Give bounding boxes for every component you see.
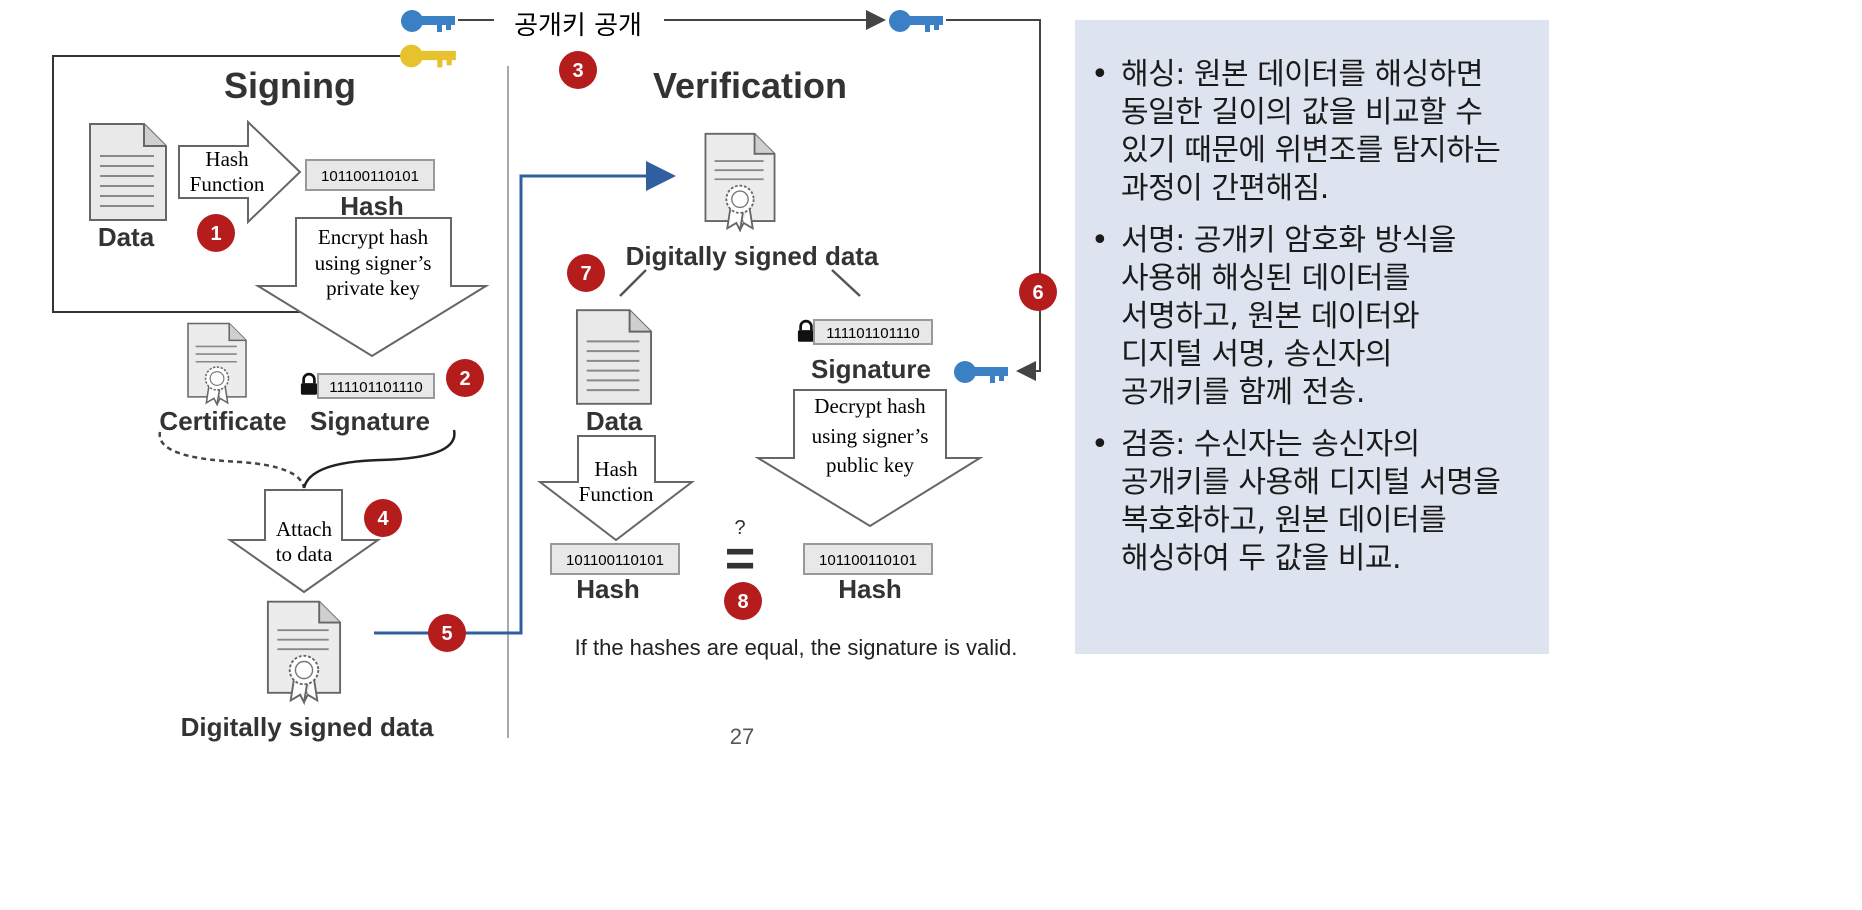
explanation-text: 해싱: 원본 데이터를 해싱하면 동일한 길이의 값을 비교할 수 있기 때문에… — [1121, 57, 1501, 206]
hash-bits-box — [305, 159, 435, 191]
attach-label: Attach — [276, 517, 332, 541]
verify-signature-bits-box — [813, 319, 933, 345]
signature-bits: 111101101110 — [329, 379, 422, 396]
signature-connector — [302, 429, 456, 489]
step-badge-5: 5 — [428, 614, 466, 652]
step-badge-7: 7 — [567, 254, 605, 292]
document-icon — [89, 123, 167, 221]
step-badge-8: 8 — [724, 582, 762, 620]
explanation-text: 검증: 수신자는 송신자의 공개키를 사용해 디지털 서명을 복호화하고, 원본… — [1121, 427, 1501, 576]
page-number: 27 — [729, 724, 755, 749]
encrypt-hash-label: private key — [326, 276, 420, 300]
explanation-item-verification: • 검증: 수신자는 송신자의 공개키를 사용해 디지털 서명을 복호화하고, 원… — [1087, 426, 1539, 578]
encrypt-hash-arrow — [254, 217, 490, 358]
bullet: • — [1091, 223, 1109, 258]
explanation-item-hashing: • 해싱: 원본 데이터를 해싱하면 동일한 길이의 값을 비교할 수 있기 때문… — [1087, 56, 1539, 208]
bullet: • — [1091, 427, 1109, 462]
right-hash-bits: 101100110101 — [819, 552, 917, 569]
svg-text:2: 2 — [459, 368, 470, 390]
verify-signed-data-label: Digitally signed data — [626, 241, 879, 271]
left-hash-label: Hash — [576, 574, 640, 604]
attach-label: to data — [276, 542, 333, 566]
svg-text:4: 4 — [377, 508, 389, 530]
left-hash-bits: 101100110101 — [566, 552, 664, 569]
decrypt-hash-label: public key — [826, 453, 915, 477]
split-line-left — [619, 269, 647, 297]
decrypt-hash-label: Decrypt hash — [814, 394, 926, 418]
explanation-item-signing: • 서명: 공개키 암호화 방식을 사용해 해싱된 데이터를 서명하고, 원본 데… — [1087, 222, 1539, 412]
attach-arrow — [226, 489, 382, 594]
left-hash-bits-box — [550, 543, 680, 575]
compare-equal-sign: = — [725, 530, 755, 588]
decrypt-hash-arrow — [754, 389, 984, 528]
private-key-loop — [52, 55, 404, 322]
lock-icon — [797, 319, 815, 344]
svg-text:1: 1 — [210, 223, 221, 245]
certificate-label: Certificate — [159, 406, 286, 436]
hash-label: Hash — [340, 191, 404, 221]
svg-text:6: 6 — [1032, 282, 1043, 304]
svg-text:3: 3 — [572, 60, 583, 82]
private-key-icon — [400, 44, 456, 68]
signature-label: Signature — [310, 406, 430, 436]
svg-text:5: 5 — [441, 623, 452, 645]
verify-signature-bits: 111101101110 — [826, 325, 919, 342]
hash-function-label: Hash — [205, 147, 249, 171]
result-text: If the hashes are equal, the signature i… — [575, 635, 1018, 660]
signature-bits-box — [317, 373, 435, 399]
lock-icon — [300, 372, 318, 397]
hash-bits: 101100110101 — [321, 168, 419, 185]
encrypt-hash-label: Encrypt hash — [318, 225, 429, 249]
compare-question-mark: ? — [734, 517, 745, 539]
public-key-icon — [889, 10, 943, 32]
verify-data-label: Data — [586, 406, 643, 436]
signing-data-label: Data — [98, 222, 155, 252]
key-publish-label: 공개키 공개 — [514, 11, 642, 41]
decrypt-hash-label: using signer’s — [812, 424, 929, 448]
verify-hash-function-label: Function — [579, 482, 654, 506]
encrypt-hash-label: using signer’s — [315, 251, 432, 275]
verify-signature-label: Signature — [811, 354, 931, 384]
step-badge-4: 4 — [364, 499, 402, 537]
certificate-icon — [187, 322, 247, 406]
hash-function-label: Function — [190, 172, 265, 196]
step-badge-3: 3 — [559, 51, 597, 89]
right-hash-label: Hash — [838, 574, 902, 604]
signed-data-label: Digitally signed data — [181, 712, 434, 742]
document-icon — [575, 309, 653, 405]
digital-signature-diagram: 공개키 공개 Signing Data Hash Function 101100… — [52, 10, 1057, 742]
signing-title: Signing — [224, 65, 356, 106]
right-hash-bits-box — [803, 543, 933, 575]
svg-text:7: 7 — [580, 263, 591, 285]
key-distribution-line — [946, 19, 1041, 381]
verify-hash-function-arrow — [537, 435, 695, 542]
bullet: • — [1091, 57, 1109, 92]
explanation-panel: • 해싱: 원본 데이터를 해싱하면 동일한 길이의 값을 비교할 수 있기 때문… — [1075, 20, 1549, 654]
hash-function-arrow — [178, 119, 302, 225]
step-badge-2: 2 — [446, 359, 484, 397]
split-line-right — [831, 269, 861, 297]
public-key-icon — [401, 10, 455, 32]
step-badge-1: 1 — [197, 214, 235, 252]
verification-title: Verification — [653, 65, 847, 106]
step-badge-6: 6 — [1019, 273, 1057, 311]
certificate-connector — [158, 431, 306, 489]
explanation-text: 서명: 공개키 암호화 방식을 사용해 해싱된 데이터를 서명하고, 원본 데이… — [1121, 223, 1456, 410]
signed-data-icon — [266, 600, 342, 704]
explanation-list: • 해싱: 원본 데이터를 해싱하면 동일한 길이의 값을 비교할 수 있기 때문… — [1087, 56, 1539, 578]
signed-data-icon — [704, 132, 776, 232]
public-key-icon — [954, 361, 1008, 383]
verify-hash-function-label: Hash — [594, 457, 638, 481]
svg-text:8: 8 — [737, 591, 748, 613]
